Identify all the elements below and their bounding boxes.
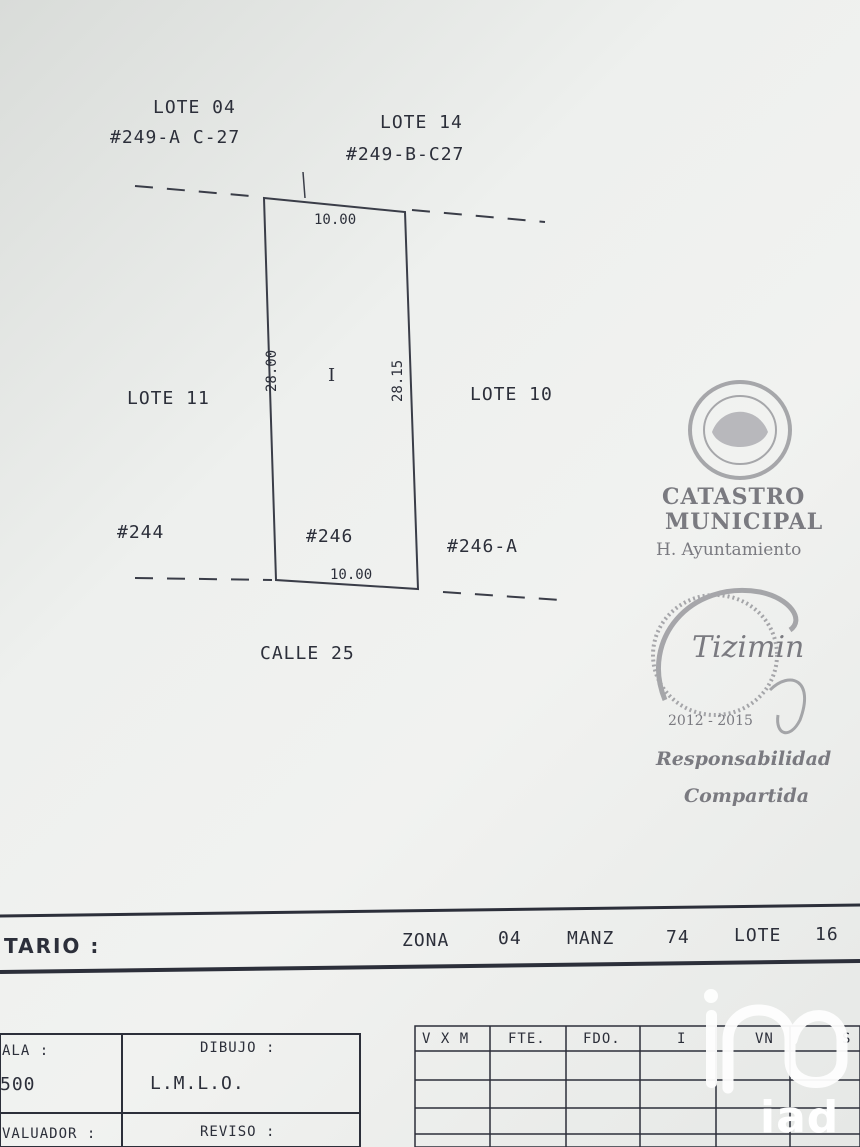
dibujo-value: L.M.L.O. [150,1073,245,1094]
form-rule-bottom [0,959,860,974]
tizimin-emblem [651,588,807,734]
north-left-lot-label: LOTE 04 [153,97,236,118]
north-right-lot-ref: #249-B-C27 [346,144,465,165]
street-label: CALLE 25 [260,643,355,664]
south-boundary-left [134,577,273,581]
lote-label: LOTE [734,925,782,946]
north-right-lot-label: LOTE 14 [380,112,463,133]
north-boundary-left [134,185,263,198]
stamp-motto-line2: Compartida [684,785,810,807]
stamp-title-line2: MUNICIPAL [665,509,824,535]
table-header-vxm: V X M [422,1031,470,1047]
form-rule-top [0,903,860,918]
municipal-seal [688,380,792,480]
west-address-number: #244 [117,522,165,543]
south-boundary-right [442,591,561,601]
table-header-vn: VN [755,1031,774,1047]
lot-outline [262,196,420,591]
bottom-dimension: 10.00 [330,567,373,583]
iad-logo-text: iad [760,1092,840,1143]
west-lot-label: LOTE 11 [127,388,210,409]
east-address-number: #246-A [447,536,519,557]
lot-roman-numeral: I [328,365,337,386]
scale-value: 500 [0,1074,36,1095]
north-boundary-right [411,209,546,223]
top-dimension: 10.00 [314,212,357,228]
lote-value: 16 [815,924,839,945]
table-header-fte: FTE. [508,1031,546,1047]
info-box [0,1033,361,1147]
lot-divider-tick [302,171,306,199]
reviso-label: REVISO : [200,1124,276,1140]
dibujo-label: DIBUJO : [200,1040,276,1056]
zona-label: ZONA [402,930,450,951]
scale-label: ALA : [2,1043,50,1059]
stamp-subtitle: H. Ayuntamiento [656,540,802,560]
east-lot-label: LOTE 10 [470,384,553,405]
zona-value: 04 [498,928,522,949]
stamp-years: 2012 - 2015 [668,713,753,729]
valuador-label: VALUADOR : [2,1126,97,1142]
owner-label: TARIO : [4,934,101,958]
table-header-fdo: FDO. [583,1031,621,1047]
stamp-motto-line1: Responsabilidad [656,748,832,770]
north-left-lot-ref: #249-A C-27 [110,127,241,148]
stamp-title-line1: CATASTRO [662,484,806,510]
manz-value: 74 [666,927,690,948]
center-address-number: #246 [306,526,354,547]
manz-label: MANZ [567,928,615,949]
stamp-city: Tizimin [692,630,805,665]
table-header-i: I [677,1031,687,1047]
